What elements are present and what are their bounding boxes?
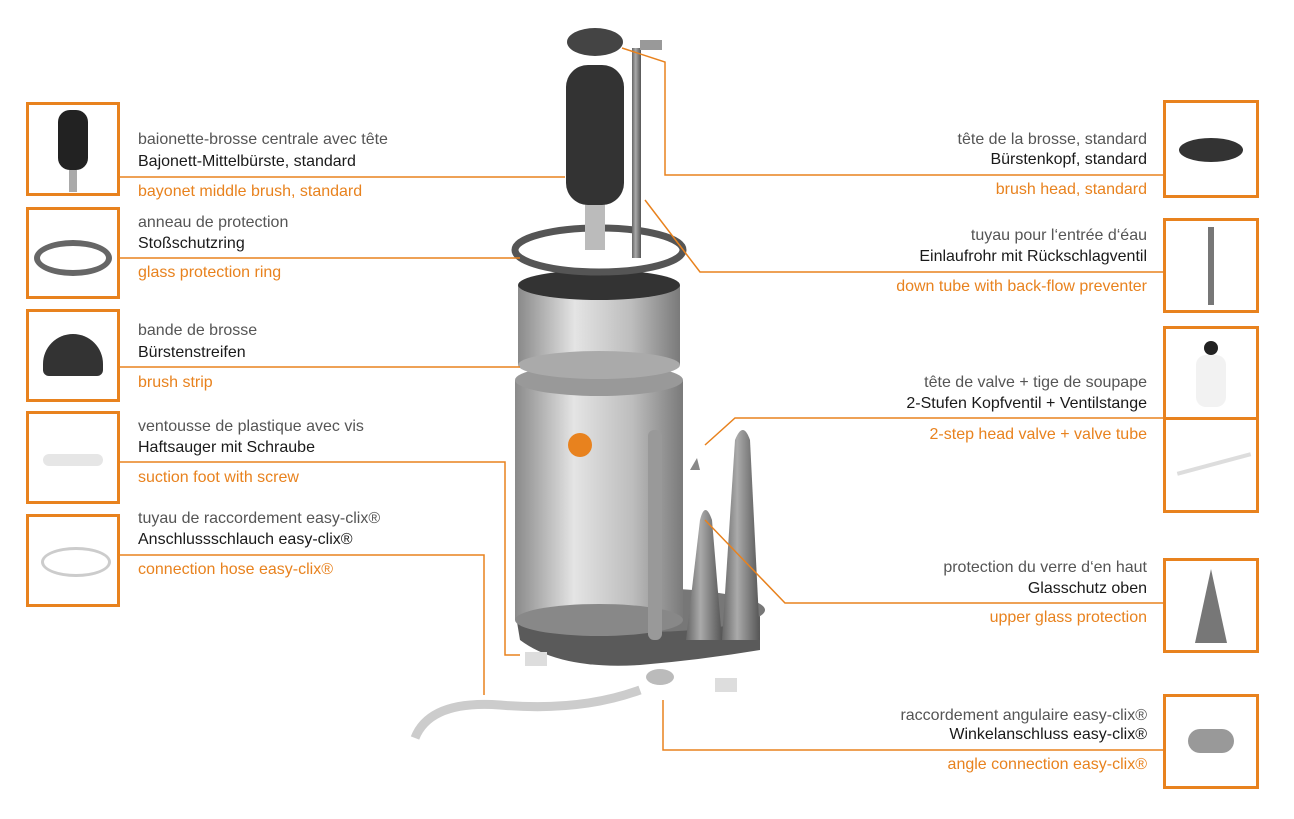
part-label-en: upper glass protection — [989, 609, 1147, 626]
brand-logo — [568, 433, 592, 457]
part-label-en: connection hose easy-clix® — [138, 561, 333, 578]
upper-glass-protection-part — [686, 510, 722, 640]
part-label-de: Winkelanschluss easy-clix® — [949, 726, 1147, 743]
part-label-en: down tube with back-flow preventer — [896, 278, 1147, 295]
part-label-fr: tuyau de raccordement easy-clix® — [138, 510, 381, 527]
part-label-de: Haftsauger mit Schraube — [138, 439, 315, 456]
thumb-upper-glass-protection — [1163, 558, 1259, 653]
brush-head-part — [567, 28, 623, 56]
part-label-en: 2-step head valve + valve tube — [929, 426, 1147, 443]
part-label-de: Stoßschutzring — [138, 235, 245, 252]
down-tube-part — [632, 48, 641, 258]
thumb-angle-connection — [1163, 694, 1259, 789]
thumb-brush-head — [1163, 100, 1259, 198]
part-label-fr: protection du verre d‘en haut — [943, 559, 1147, 576]
middle-brush-part — [566, 65, 624, 205]
part-label-fr: tête de la brosse, standard — [957, 131, 1147, 148]
part-label-de: Einlaufrohr mit Rückschlagventil — [919, 248, 1147, 265]
thumb-protection-ring — [26, 207, 120, 299]
thumb-brush-strip — [26, 309, 120, 402]
thumb-down-tube — [1163, 218, 1259, 313]
part-label-en: suction foot with screw — [138, 469, 299, 486]
part-label-de: Glasschutz oben — [1027, 580, 1147, 597]
thumb-connection-hose — [26, 514, 120, 607]
part-label-en: glass protection ring — [138, 264, 282, 281]
part-label-en: bayonet middle brush, standard — [138, 183, 363, 200]
part-label-de: 2-Stufen Kopfventil + Ventilstange — [906, 395, 1147, 412]
part-label-en: brush strip — [138, 374, 213, 391]
leader-lines — [119, 47, 1163, 751]
thumb-head-valve — [1163, 326, 1259, 420]
part-label-en: brush head, standard — [995, 181, 1147, 198]
part-label-fr: tuyau pour l‘entrée d‘éau — [970, 227, 1147, 244]
part-label-de: Bürstenkopf, standard — [990, 151, 1147, 168]
part-label-de: Bajonett-Mittelbürste, standard — [138, 153, 356, 170]
part-label-de: Anschlussschlauch easy-clix® — [138, 531, 353, 548]
part-label-fr: anneau de protection — [138, 214, 289, 231]
part-label-fr: baionette-brosse centrale avec tête — [138, 131, 388, 148]
thumb-valve-tube — [1163, 417, 1259, 513]
part-label-fr: raccordement angulaire easy-clix® — [900, 707, 1147, 724]
connection-hose-part — [410, 685, 642, 740]
part-label-de: Bürstenstreifen — [138, 344, 246, 361]
thumb-middle-brush — [26, 102, 120, 196]
thumb-suction-foot — [26, 411, 120, 504]
part-label-en: angle connection easy-clix® — [947, 756, 1147, 773]
part-label-fr: tête de valve + tige de soupape — [924, 374, 1147, 391]
part-label-fr: ventousse de plastique avec vis — [138, 418, 364, 435]
part-label-fr: bande de brosse — [138, 322, 258, 339]
